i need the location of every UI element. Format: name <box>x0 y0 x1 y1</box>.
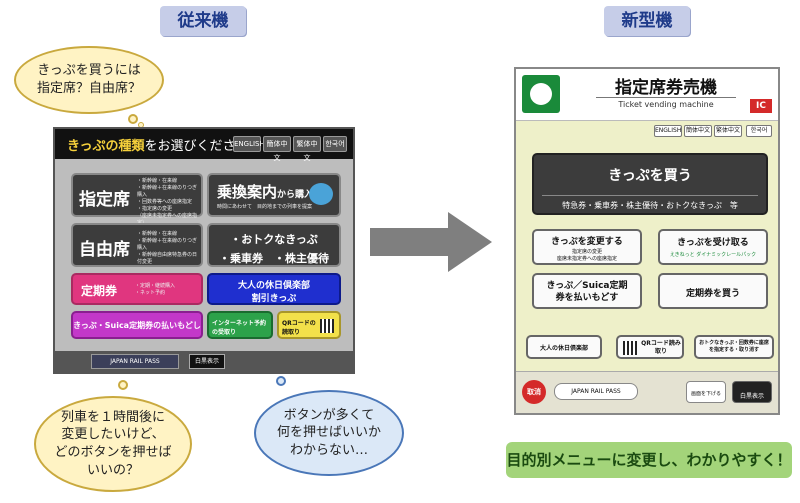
receive-ticket-button[interactable]: きっぷを受け取る えきねっと ダイナミックレールパック <box>658 229 768 265</box>
old-qr-label: QRコードの読取り <box>282 320 316 336</box>
internet-label: インターネット予約の受取り <box>212 320 267 336</box>
old-internet-reservation-button[interactable]: インターネット予約の受取り <box>207 311 273 339</box>
old-deals-button[interactable]: ・おトクなきっぷ ・乗車券 ・株主優待 <box>207 223 341 267</box>
new-rail-pass-button[interactable]: JAPAN RAIL PASS <box>554 383 638 400</box>
new-header: 指定席券売機 Ticket vending machine IC <box>516 69 778 121</box>
new-lang-traditional[interactable]: 繁体中文 <box>714 125 742 137</box>
transfer-note: 時間にあわせて 目的地までの列車を提案 <box>217 204 313 210</box>
old-machine-screen: きっぷの種類をお選びください ENGLISH 簡体中文 繁体中文 한국어 指定席… <box>53 127 355 374</box>
new-refund-label: きっぷ／Suica定期券を払いもどす <box>546 281 628 303</box>
thought-bubble-confused: ボタンが多くて 何を押せばいいか わからない… <box>254 390 404 476</box>
train-icon <box>309 183 333 205</box>
lower-screen-button[interactable]: 画面を下げる <box>686 381 726 403</box>
cancel-button[interactable]: 取消 <box>522 380 546 404</box>
qr-icon <box>320 319 334 333</box>
new-holiday-club: 大人の休日倶楽部 <box>539 345 588 352</box>
deals-line2: ・乗車券 ・株主優待 <box>219 252 329 265</box>
old-machine-heading: 従来機 <box>160 6 246 36</box>
deals-seat-button[interactable]: おトクなきっぷ・回数券に座席を指定する・取り消す <box>694 335 774 359</box>
commuter-notes: ・定期・継続購入 ・ネット予約 <box>135 283 176 296</box>
new-subtitle: Ticket vending machine <box>596 97 736 109</box>
new-qr-label: QRコード読み取り <box>641 340 681 355</box>
change-label: きっぷを変更する <box>551 237 623 247</box>
receive-label: きっぷを受け取る <box>677 238 749 248</box>
holiday-club-button[interactable]: 大人の休日倶楽部 <box>526 335 602 359</box>
old-lang-english[interactable]: ENGLISH <box>233 136 265 152</box>
unreserved-label: 自由席 <box>79 240 130 260</box>
ic-badge: IC <box>750 99 772 113</box>
deals-line1: ・おトクなきっぷ <box>230 233 318 246</box>
holiday-club-line1: 大人の休日倶楽部 <box>237 281 310 291</box>
thought-bubble-seat: きっぷを買うには 指定席？自由席？ <box>14 46 164 114</box>
receive-note: えきねっと ダイナミックレールパック <box>669 252 757 258</box>
old-rail-pass-button[interactable]: JAPAN RAIL PASS <box>91 354 179 369</box>
new-lang-korean[interactable]: 한국어 <box>746 125 772 137</box>
old-lang-simplified[interactable]: 簡体中文 <box>263 136 291 162</box>
old-transfer-guide-button[interactable]: 乗換案内から購入 時間にあわせて 目的地までの列車を提案 <box>207 173 341 217</box>
old-lang-korean[interactable]: 한국어 <box>323 136 347 152</box>
new-contrast-button[interactable]: 白黒表示 <box>732 381 772 403</box>
new-machine-screen: 指定席券売機 Ticket vending machine IC ENGLISH… <box>514 67 780 415</box>
new-lang-english[interactable]: ENGLISH <box>654 125 682 137</box>
old-lang-traditional[interactable]: 繁体中文 <box>293 136 321 162</box>
old-bottom-bar: JAPAN RAIL PASS 白黒表示 <box>55 351 353 372</box>
transfer-label: 乗換案内 <box>217 183 278 201</box>
buy-note: 特急券・乗車券・株主優待・おトクなきっぷ 等 <box>542 195 758 211</box>
thought-bubble-change: 列車を１時間後に 変更したいけど、 どのボタンを押せば いいの？ <box>34 396 192 492</box>
reserved-label: 指定席 <box>79 190 130 210</box>
old-refund-button[interactable]: きっぷ・Suica定期券の払いもどし <box>71 311 203 339</box>
old-contrast-button[interactable]: 白黒表示 <box>189 354 225 369</box>
new-commuter-label: 定期券を買う <box>685 289 740 299</box>
transfer-suffix: から購入 <box>277 190 314 200</box>
deals-note: おトクなきっぷ・回数券に座席を指定する・取り消す <box>699 340 769 353</box>
change-notes: 指定席の変更 座席未指定券への座席指定 <box>556 249 617 262</box>
new-lang-simplified[interactable]: 簡体中文 <box>684 125 712 137</box>
qr-read-button[interactable]: QRコード読み取り <box>616 335 684 359</box>
old-unreserved-seat-button[interactable]: 自由席 ・新幹線・在来線 ・新幹線＋在来線のりつぎ購入 ・新幹線自由席特急券の日… <box>71 223 203 267</box>
refund-button[interactable]: きっぷ／Suica定期券を払いもどす <box>532 273 642 309</box>
unreserved-notes: ・新幹線・在来線 ・新幹線＋在来線のりつぎ購入 ・新幹線自由席特急券の日付変更 <box>137 231 198 265</box>
old-qr-read-button[interactable]: QRコードの読取り <box>277 311 341 339</box>
old-title-highlight: きっぷの種類 <box>67 139 145 154</box>
old-reserved-seat-button[interactable]: 指定席 ・新幹線・在来線 ・新幹線＋在来線のりつぎ購入 ・回数券等への座席指定 … <box>71 173 203 226</box>
buy-commuter-pass-button[interactable]: 定期券を買う <box>658 273 768 309</box>
holiday-club-line2: 割引きっぷ <box>251 294 297 304</box>
new-qr-icon <box>623 341 637 355</box>
old-commuter-pass-button[interactable]: 定期券 ・定期・継続購入 ・ネット予約 <box>71 273 203 305</box>
seat-logo-icon <box>522 75 560 113</box>
new-machine-heading: 新型機 <box>604 6 690 36</box>
old-title-bar: きっぷの種類をお選びください ENGLISH 簡体中文 繁体中文 한국어 <box>55 129 353 162</box>
change-ticket-button[interactable]: きっぷを変更する 指定席の変更 座席未指定券への座席指定 <box>532 229 642 265</box>
old-refund-label: きっぷ・Suica定期券の払いもどし <box>73 321 201 330</box>
buy-ticket-button[interactable]: きっぷを買う 特急券・乗車券・株主優待・おトクなきっぷ 等 <box>532 153 768 215</box>
old-title-rest: をお選びください <box>144 139 249 154</box>
buy-label: きっぷを買う <box>608 168 692 184</box>
old-holiday-club-button[interactable]: 大人の休日倶楽部 割引きっぷ <box>207 273 341 305</box>
commuter-label: 定期券 <box>81 284 118 298</box>
new-title: 指定席券売機 <box>615 78 717 98</box>
reserved-notes: ・新幹線・在来線 ・新幹線＋在来線のりつぎ購入 ・回数券等への座席指定 ・指定席… <box>137 178 198 226</box>
right-arrow-icon <box>370 212 492 272</box>
new-bottom-bar: 取消 JAPAN RAIL PASS 画面を下げる 白黒表示 <box>516 371 778 413</box>
caption-banner: 目的別メニューに変更し、わかりやすく！ <box>506 442 792 478</box>
